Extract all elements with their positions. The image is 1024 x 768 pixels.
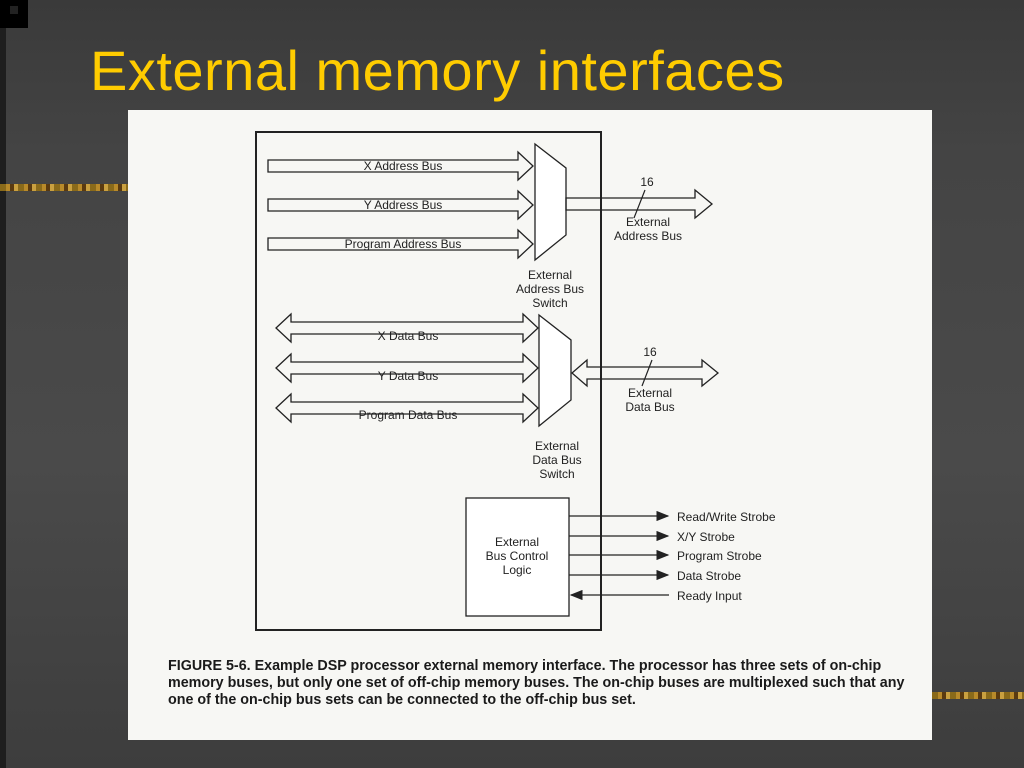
external-data-bus-label-line1: External	[628, 386, 672, 400]
external-address-bus-label-line2: Address Bus	[614, 229, 682, 243]
data-bus-width-tick	[641, 359, 653, 387]
y-address-bus-label: Y Address Bus	[364, 198, 443, 212]
program-data-bus-label: Program Data Bus	[359, 408, 458, 422]
program-data-bus-arrow	[275, 392, 539, 424]
figure-caption: FIGURE 5-6. Example DSP processor extern…	[168, 658, 905, 708]
external-data-bus-label-line2: Data Bus	[625, 400, 674, 414]
bus-control-label-line1: External	[495, 535, 539, 549]
figure-image: X Address Bus Y Address Bus Program Addr…	[128, 110, 932, 740]
left-ornament-stripe	[0, 184, 128, 191]
external-address-bus-width: 16	[640, 175, 654, 189]
right-ornament-stripe	[932, 692, 1024, 699]
address-switch-label-line2: Address Bus	[516, 282, 584, 296]
data-switch-label-line1: External	[535, 439, 579, 453]
control-signal-lines	[569, 510, 670, 601]
data-bus-switch	[538, 313, 572, 428]
address-bus-arrows	[267, 150, 534, 260]
data-switch-label-line2: Data Bus	[532, 453, 581, 467]
external-data-bus-width: 16	[643, 345, 657, 359]
x-data-bus-label: X Data Bus	[378, 329, 439, 343]
data-strobe-label: Data Strobe	[677, 569, 741, 583]
read-write-strobe-label: Read/Write Strobe	[677, 510, 776, 524]
memory-interface-diagram: X Address Bus Y Address Bus Program Addr…	[255, 131, 776, 631]
x-data-bus-arrow	[275, 312, 539, 344]
x-address-bus-label: X Address Bus	[364, 159, 443, 173]
data-switch-label-line3: Switch	[539, 467, 574, 481]
bus-control-label-line3: Logic	[503, 563, 532, 577]
y-address-bus-arrow	[267, 189, 534, 221]
program-strobe-label: Program Strobe	[677, 549, 762, 563]
y-data-bus-label: Y Data Bus	[378, 369, 438, 383]
address-switch-label-line3: Switch	[532, 296, 567, 310]
bus-control-label-line2: Bus Control	[486, 549, 549, 563]
bus-control-logic-block	[465, 497, 570, 617]
address-bus-width-tick	[633, 189, 646, 219]
address-bus-switch	[534, 142, 567, 262]
external-address-bus-arrow	[565, 188, 714, 220]
external-address-bus-label-line1: External	[626, 215, 670, 229]
slide-title: External memory interfaces	[90, 39, 785, 102]
ready-input-label: Ready Input	[677, 589, 742, 603]
xy-strobe-label: X/Y Strobe	[677, 530, 735, 544]
processor-boundary	[255, 131, 602, 631]
program-address-bus-label: Program Address Bus	[345, 237, 462, 251]
program-address-bus-arrow	[267, 228, 534, 260]
left-edge-bar	[0, 0, 6, 768]
corner-block	[0, 0, 28, 28]
x-address-bus-arrow	[267, 150, 534, 182]
data-bus-arrows	[275, 312, 539, 424]
external-data-bus-arrow	[571, 358, 720, 388]
y-data-bus-arrow	[275, 352, 539, 384]
address-switch-label-line1: External	[528, 268, 572, 282]
